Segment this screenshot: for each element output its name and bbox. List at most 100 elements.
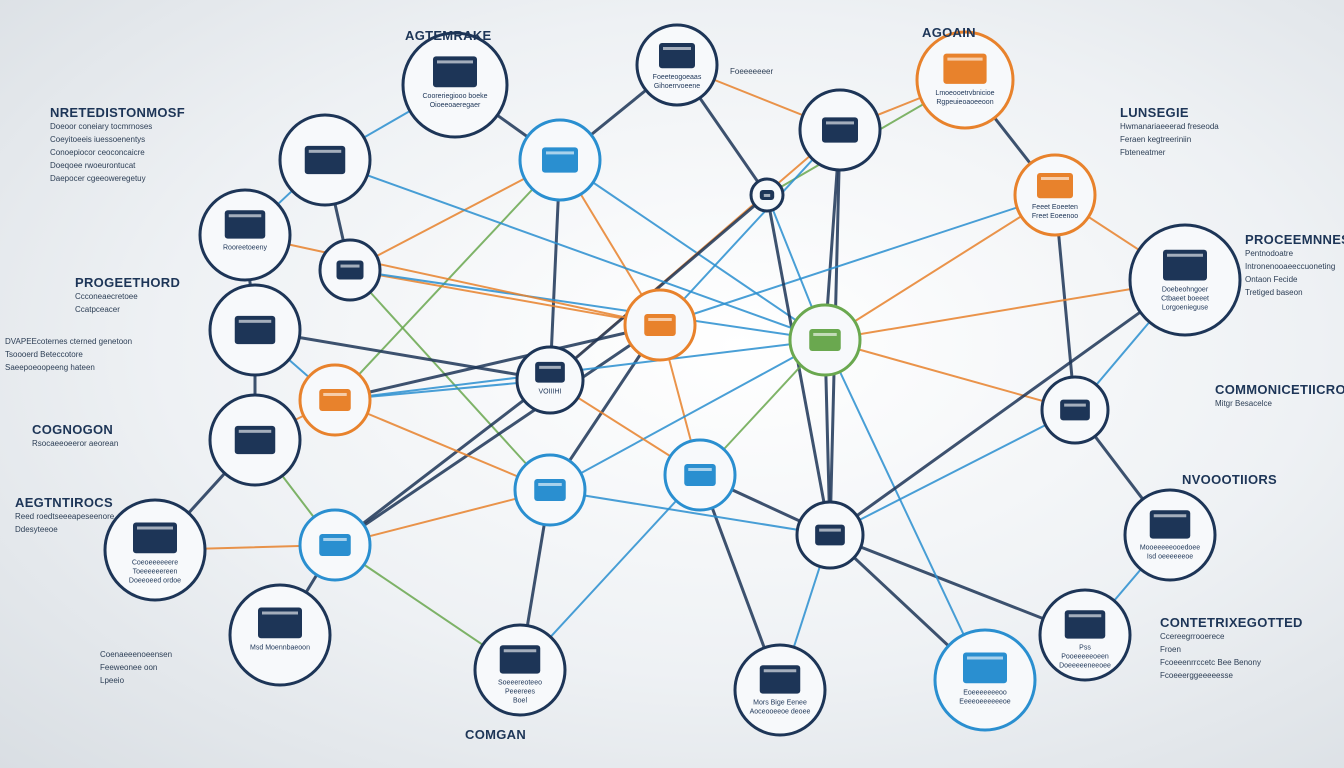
device-icon <box>659 43 695 69</box>
label-nretedis: NRETEDISTONMOSF Doeoor coneiary tocmrnose… <box>50 105 185 185</box>
label-heading: AEGTNTIROCS <box>15 495 113 510</box>
label-line: Lpeeio <box>100 676 125 685</box>
edge-n5-n16 <box>334 159 561 401</box>
node-n25[interactable]: Msd Moennbaeoon <box>228 583 332 687</box>
label-heading: PROGEETHORD <box>75 275 181 290</box>
device-icon <box>234 425 276 455</box>
label-line: Ccereegrrooerece <box>1160 632 1225 641</box>
node-text: Rgpeuieoaoeeoon <box>936 99 993 106</box>
node-n19[interactable] <box>663 438 737 512</box>
node-n14[interactable] <box>788 303 862 377</box>
label-heading: AGTEMRAKE <box>405 28 492 43</box>
label-line: Reed roedtseeeapeseenore <box>15 512 115 521</box>
device-icon <box>963 652 1007 684</box>
edge-n11-n14 <box>824 279 1186 341</box>
label-line: Fcoeeerggeeeeesse <box>1160 671 1233 680</box>
device-screen-icon <box>137 526 173 530</box>
label-line: Froen <box>1160 645 1181 654</box>
label-line: Ccatpceacer <box>75 305 120 314</box>
edge-n9-n14 <box>349 269 826 341</box>
node-n12[interactable] <box>208 283 302 377</box>
label-line: Fcoeeenrrccetc Bee Benony <box>1160 658 1261 667</box>
node-text: Boel <box>513 698 527 705</box>
node-text: Peeerees <box>505 689 535 696</box>
node-n20[interactable] <box>513 453 587 527</box>
device-screen-icon <box>323 392 347 396</box>
node-n16[interactable] <box>298 363 372 437</box>
label-line: Feraen kegtreeriniin <box>1120 135 1192 144</box>
node-n13[interactable] <box>623 288 697 362</box>
edge-n7-n14 <box>824 194 1056 341</box>
node-text: Eoeeeeeeeoo <box>963 689 1007 696</box>
device-screen-icon <box>1153 514 1187 518</box>
device-screen-icon <box>819 528 841 532</box>
label-heading: PROCEEMNNES <box>1245 232 1344 247</box>
label-comgan: COMGAN <box>465 727 526 742</box>
node-n9[interactable] <box>318 238 382 302</box>
label-line: Coeyitoeeis iuessoenentys <box>50 135 146 144</box>
node-n21[interactable] <box>795 500 865 570</box>
label-line: Fbteneatmer <box>1120 148 1166 157</box>
label-heading: COMMONICETIICRO <box>1215 382 1344 397</box>
label-agtemrake: AGTEMRAKE <box>405 28 491 43</box>
node-n8[interactable]: Rooreetoeeny <box>198 188 292 282</box>
node-text: Isd oeeeeeeoe <box>1147 554 1193 561</box>
device-icon <box>133 522 177 554</box>
device-icon <box>759 665 801 694</box>
label-line: Feeweonee oon <box>100 663 158 672</box>
device-icon <box>542 147 578 173</box>
edge-n20-n21 <box>549 489 831 536</box>
node-n15[interactable]: VOIIIHI <box>515 345 585 415</box>
label-heading: LUNSEGIE <box>1120 105 1189 120</box>
device-screen-icon <box>763 193 771 197</box>
node-text: Foeeteogoeaas <box>653 74 702 81</box>
device-screen-icon <box>538 482 562 486</box>
edge-n15-n23 <box>333 378 552 547</box>
device-icon <box>644 313 676 337</box>
device-icon <box>1060 399 1090 421</box>
node-text: Doeeeeeneeoee <box>1059 663 1111 670</box>
device-icon <box>1064 610 1106 639</box>
device-screen-icon <box>1167 253 1203 257</box>
node-n6[interactable] <box>798 88 882 172</box>
device-icon <box>822 117 858 143</box>
node-n4[interactable] <box>278 113 372 207</box>
node-text: Gihoerrvoeene <box>654 83 700 90</box>
label-line: Tretiged baseon <box>1245 288 1303 297</box>
label-cognogon: COGNOGON Rsocaeeoeeror aeorean <box>32 422 118 450</box>
node-n23[interactable] <box>298 508 372 582</box>
node-n5[interactable] <box>518 118 602 202</box>
node-n18[interactable] <box>208 393 302 487</box>
label-heading: COGNOGON <box>32 422 114 437</box>
label-line: Conoepiocor ceoconcaicre <box>50 148 145 157</box>
device-screen-icon <box>947 57 983 61</box>
label-line: Foeeeeeeer <box>730 67 774 76</box>
device-icon <box>943 53 987 84</box>
device-screen-icon <box>238 429 272 433</box>
edge-n4-n14 <box>324 159 826 341</box>
label-line: Rsocaeeoeeror aeorean <box>32 439 119 448</box>
device-screen-icon <box>826 121 854 125</box>
label-heading: NRETEDISTONMOSF <box>50 105 185 120</box>
label-line: Doeoor coneiary tocmrnoses <box>50 122 153 131</box>
edge-n13-n23 <box>333 323 662 547</box>
node-n10[interactable] <box>749 177 785 213</box>
edge-n12-n15 <box>253 328 552 382</box>
label-line: Ontaon Fecide <box>1245 275 1298 284</box>
node-n17[interactable] <box>1040 375 1110 445</box>
node-text: Oioeeoaeregaer <box>430 102 481 109</box>
node-text: Soeeereoteeo <box>498 680 542 687</box>
